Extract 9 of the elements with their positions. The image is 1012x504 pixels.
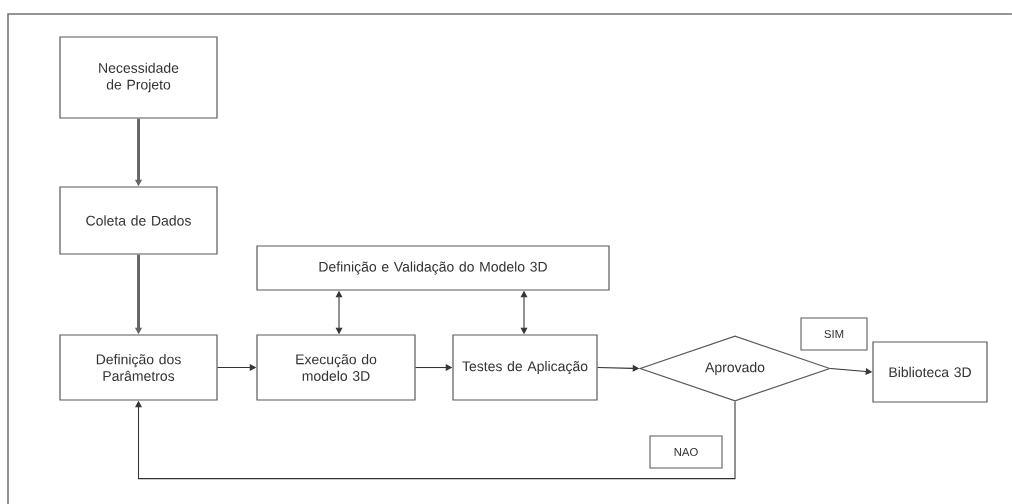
edge-label: SIM (800, 317, 868, 351)
process-box: Testes de Aplicação (452, 334, 598, 401)
process-box: Coleta de Dados (59, 186, 218, 255)
process-box: Necessidade de Projeto (59, 36, 218, 119)
process-box: Biblioteca 3D (872, 341, 988, 403)
process-box: Definição dos Parâmetros (59, 334, 218, 401)
process-box: Execução do modelo 3D (256, 334, 416, 401)
process-box: Definição e Validação do Modelo 3D (256, 245, 610, 291)
edge-label: NAO (649, 435, 723, 469)
